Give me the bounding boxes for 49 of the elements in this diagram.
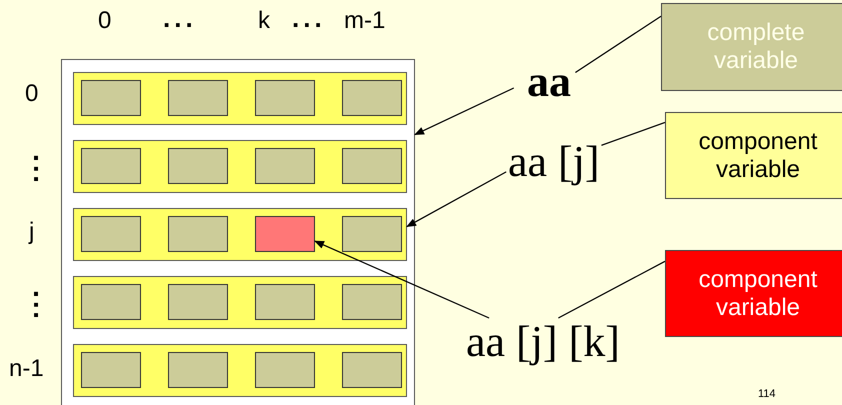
index-label: . :: [30, 276, 42, 318]
page-number: 114: [758, 388, 776, 400]
array-cell: [255, 80, 315, 116]
note-box: component variable: [665, 250, 842, 337]
arrow: [406, 171, 506, 228]
array-cell: [168, 352, 228, 388]
array-cell: [342, 216, 402, 252]
row-bar: [73, 72, 407, 125]
index-label: . :: [30, 140, 42, 182]
index-label: 0: [98, 8, 112, 34]
array-cell: [81, 148, 141, 184]
connector-line: [558, 260, 666, 319]
row-bar: [73, 140, 407, 193]
array-cell: [342, 352, 402, 388]
array-cell: [255, 284, 315, 320]
index-label: ...: [292, 4, 326, 33]
array-cell: [342, 148, 402, 184]
highlighted-cell: [255, 216, 315, 252]
array-cell: [255, 148, 315, 184]
array-box: [61, 59, 415, 405]
array-cell: [168, 80, 228, 116]
index-label: n-1: [9, 356, 44, 382]
array-cell: [168, 148, 228, 184]
row-bar: [73, 208, 407, 261]
variable-expression: aa: [527, 58, 571, 106]
row-bar: [73, 276, 407, 329]
array-cell: [168, 284, 228, 320]
note-box: component variable: [665, 112, 842, 199]
arrow: [414, 87, 514, 136]
array-cell: [81, 284, 141, 320]
index-label: m-1: [344, 8, 386, 34]
index-label: k: [258, 8, 270, 34]
array-cell: [342, 284, 402, 320]
array-cell: [255, 352, 315, 388]
row-bar: [73, 344, 407, 397]
array-cell: [81, 216, 141, 252]
array-cell: [81, 352, 141, 388]
variable-expression: aa [j]: [508, 138, 600, 186]
array-cell: [168, 216, 228, 252]
index-label: ...: [163, 4, 197, 33]
note-box: complete variable: [661, 3, 842, 91]
index-label: 0: [25, 81, 38, 108]
variable-expression: aa [j] [k]: [466, 318, 620, 366]
array-cell: [342, 80, 402, 116]
arrow: [314, 240, 490, 319]
connector-line: [575, 16, 662, 74]
array-cell: [81, 80, 141, 116]
connector-line: [601, 122, 666, 146]
index-label: j: [29, 219, 34, 246]
